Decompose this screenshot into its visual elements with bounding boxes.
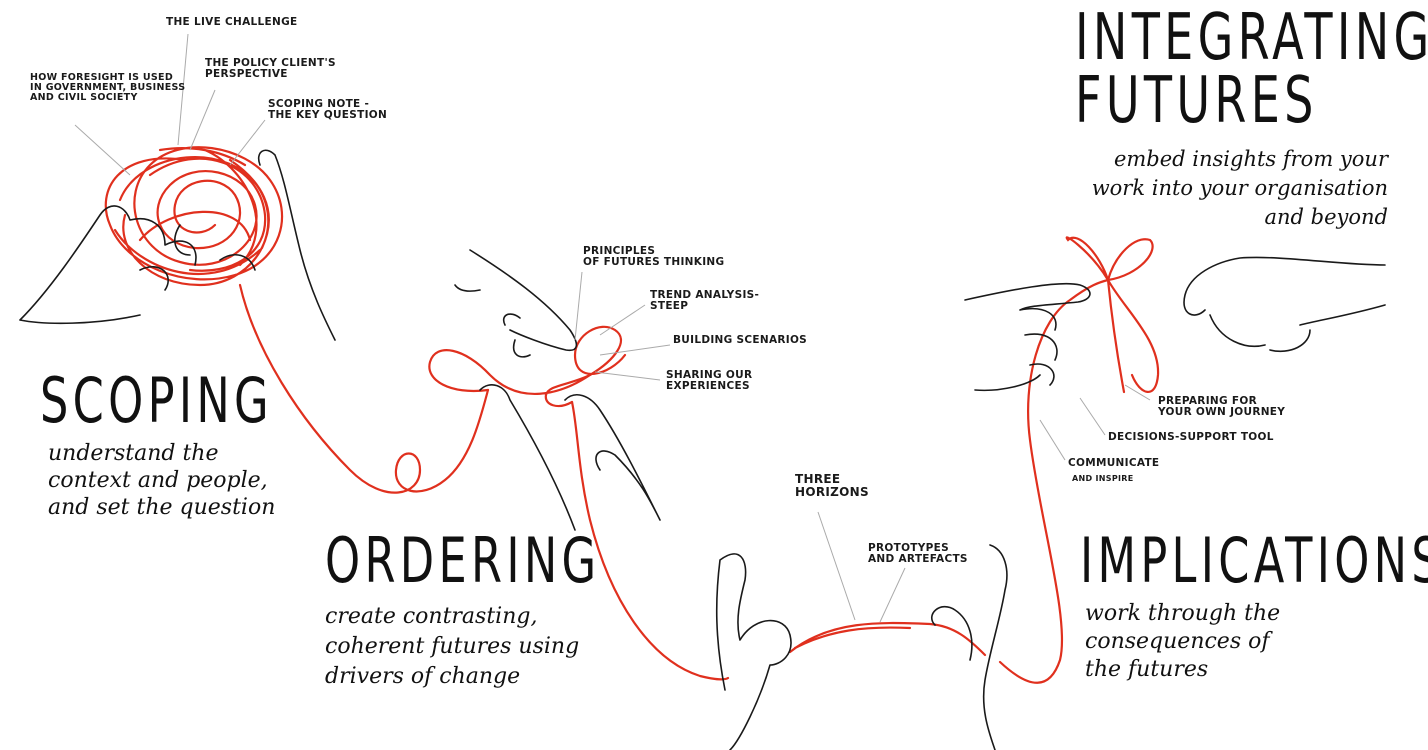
hand-scoping-right (174, 149, 336, 341)
hand-integrating-right (1183, 256, 1386, 352)
thread-bow (1065, 236, 1160, 394)
label-principles: PRINCIPLES OF FUTURES THINKING (583, 245, 725, 268)
leader-lines (74, 33, 1151, 623)
leader-communicate (1039, 419, 1066, 461)
title-integrating-line1: INTEGRATING (1075, 1, 1428, 75)
leader-principles (574, 271, 583, 341)
hand-scoping-left (19, 205, 197, 325)
subtitle-scoping: understand the context and people, and s… (48, 441, 276, 520)
leader-preparing (1124, 384, 1151, 401)
label-trend-analysis: TREND ANALYSIS- STEEP (650, 289, 760, 312)
thread-three-horizons (788, 621, 987, 657)
label-sharing: SHARING OUR EXPERIENCES (666, 369, 753, 392)
leader-sharing (594, 371, 661, 381)
thread-ordering-loops (428, 325, 627, 408)
subtitle-ordering: create contrasting, coherent futures usi… (325, 604, 580, 689)
leader-building (599, 344, 671, 356)
title-scoping: SCOPING (40, 364, 273, 437)
label-scoping-note: SCOPING NOTE - THE KEY QUESTION (268, 98, 388, 121)
hand-horizons-right (931, 544, 1008, 750)
thread-ordering-to-horizons (570, 400, 730, 681)
label-building-scenarios: BUILDING SCENARIOS (673, 334, 808, 346)
red-thread (104, 146, 1160, 684)
label-decisions: DECISIONS-SUPPORT TOOL (1108, 431, 1274, 443)
label-prototypes: PROTOTYPES AND ARTEFACTS (868, 542, 968, 565)
leader-three-horizons (817, 511, 856, 621)
label-communicate: COMMUNICATE (1068, 457, 1160, 469)
leader-decisions (1079, 397, 1106, 436)
hand-ordering-pointer-top (469, 249, 578, 358)
hand-drawings (19, 149, 1386, 750)
thread-scoping-to-ordering (238, 283, 490, 494)
leader-scoping-note (229, 119, 266, 166)
title-implications: IMPLICATIONS (1080, 524, 1428, 597)
label-inspire: AND INSPIRE (1072, 474, 1134, 483)
hand-ordering-pointer-right (564, 394, 661, 521)
title-ordering: ORDERING (325, 524, 601, 597)
subtitle-integrating: embed insights from your work into your … (1091, 147, 1388, 229)
hand-integrating-left (964, 282, 1091, 392)
label-live-challenge: THE LIVE CHALLENGE (166, 16, 298, 28)
hand-ordering-pointer-left (454, 284, 576, 531)
label-policy-client: THE POLICY CLIENT'S PERSPECTIVE (205, 57, 336, 80)
title-integrating-line2: FUTURES (1075, 64, 1318, 138)
hand-horizons-left (715, 553, 792, 750)
tangled-thread-ball (104, 146, 284, 287)
leader-policy-client (189, 89, 216, 151)
leader-trend (599, 304, 646, 336)
subtitle-implications: work through the consequences of the fut… (1085, 601, 1281, 682)
leader-how-foresight (74, 124, 131, 176)
label-three-horizons: THREE HORIZONS (795, 472, 869, 499)
leader-prototypes (879, 567, 906, 623)
label-preparing: PREPARING FOR YOUR OWN JOURNEY (1158, 395, 1286, 418)
thread-horizons-to-integrating (998, 278, 1110, 684)
label-how-foresight: HOW FORESIGHT IS USED IN GOVERNMENT, BUS… (30, 72, 186, 103)
leader-live-challenge (177, 33, 189, 146)
